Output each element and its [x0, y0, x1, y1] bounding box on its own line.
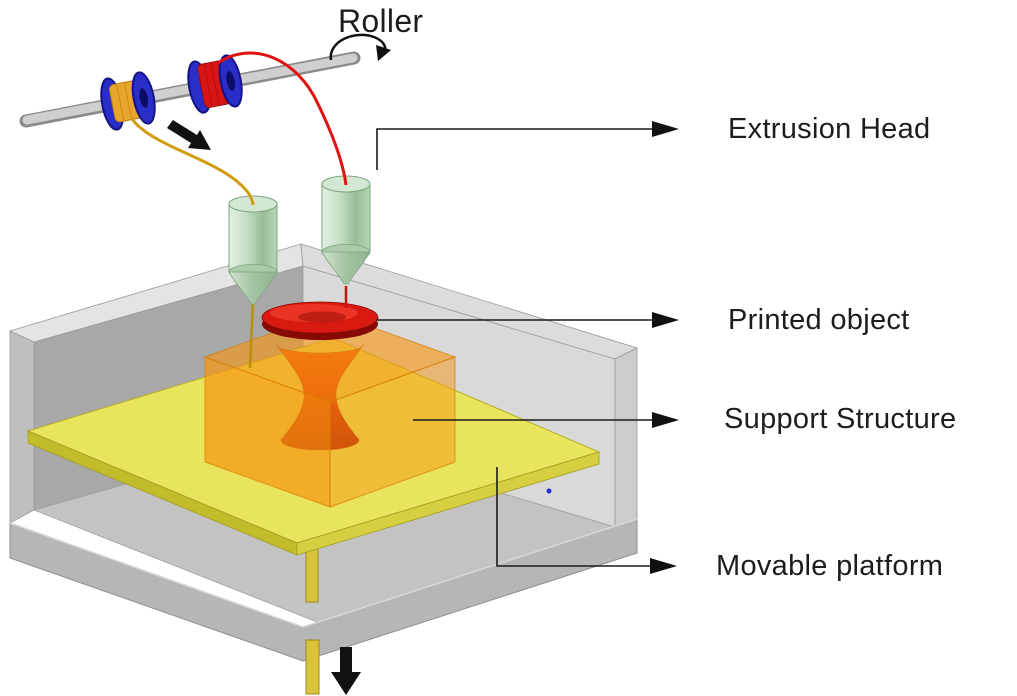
stray-mark [546, 488, 552, 494]
disc-center-dip [298, 311, 346, 323]
extruder-nozzle-left [228, 271, 278, 305]
base-front-band-highlight [9, 518, 638, 628]
right-wall-end-face [614, 347, 638, 528]
label-movable-platform: Movable platform [716, 550, 944, 582]
extrusion-head-right [321, 175, 371, 285]
roller-assembly [19, 33, 391, 206]
pointer-lines [376, 128, 654, 567]
down-arrow-head [331, 672, 361, 695]
label-printed-object: Printed object [728, 304, 910, 336]
arrowhead-movable-platform [650, 558, 677, 574]
label-roller: Roller [338, 3, 424, 39]
spool-right-hub [226, 71, 236, 91]
label-support-structure: Support Structure [724, 403, 957, 435]
spool-left-hub [139, 88, 149, 108]
extruder-nozzle-right [321, 251, 371, 285]
platform-edge-right [296, 451, 600, 556]
extruder-body-right [321, 183, 371, 253]
rotation-arrow-head [376, 45, 391, 61]
left-wall-end-face [9, 330, 35, 524]
support-right-face [329, 356, 456, 508]
support-structure [203, 311, 457, 508]
extruder-needle-left [248, 299, 255, 369]
downward-motion-arrow [331, 647, 361, 695]
pointer-movable-platform [496, 467, 652, 567]
pointer-arrowheads [650, 121, 679, 574]
down-arrow-shaft [340, 647, 352, 674]
feed-direction-arrow [167, 120, 211, 150]
label-extrusion-head: Extrusion Head [728, 113, 931, 145]
platform-drive [305, 639, 361, 695]
filament-yellow [130, 118, 255, 206]
platform-rod-lower [305, 639, 320, 695]
arrowhead-support-structure [652, 412, 679, 428]
extruder-body-left [228, 203, 278, 273]
filament-spool-left [100, 71, 156, 131]
filament-spool-right [187, 54, 243, 114]
printed-object-disc [261, 301, 379, 340]
filament-red [217, 51, 348, 186]
arrowhead-extrusion-head [652, 121, 679, 137]
pointer-extrusion-head [376, 128, 654, 170]
arrowhead-printed-object [652, 312, 679, 328]
